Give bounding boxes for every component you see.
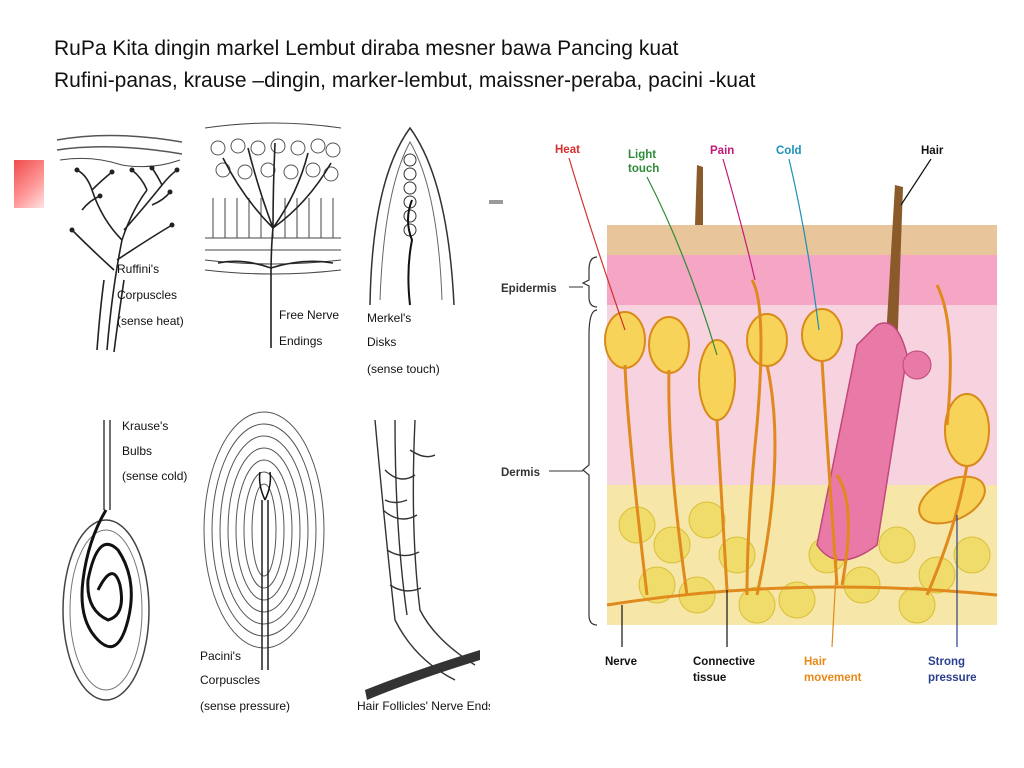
free-nerve-label-1: Free Nerve — [279, 308, 339, 322]
hair-follicle-illustration: Hair Follicles' Nerve Ends — [357, 419, 490, 713]
merkel-label-2: Disks — [367, 335, 396, 349]
pacini-label-2: Corpuscles — [200, 673, 260, 687]
skin-surface — [607, 225, 997, 255]
merkel-illustration: Merkel's Disks (sense touch) — [367, 126, 455, 376]
slide-accent-shape — [14, 160, 44, 208]
pacini-panel: Pacini's Corpuscles (sense pressure) — [196, 410, 346, 720]
ruffini-label-3: (sense heat) — [117, 314, 184, 328]
skin-cross-section-panel: Epidermis Dermis Heat Light touch Pain C… — [497, 125, 1007, 725]
ruffini-illustration: Ruffini's Corpuscles (sense heat) — [56, 134, 184, 353]
krause-label-3: (sense cold) — [122, 469, 187, 483]
slide-title-line-2: Rufini-panas, krause –dingin, marker-lem… — [54, 69, 756, 92]
strong-pressure-label-2: pressure — [928, 672, 977, 684]
pacini-label-3: (sense pressure) — [200, 699, 290, 713]
cold-label: Cold — [776, 145, 802, 157]
hair-follicle-panel: Hair Follicles' Nerve Ends — [355, 410, 490, 720]
hair-movement-label-2: movement — [804, 672, 862, 684]
slide-title-line-1: RuPa Kita dingin markel Lembut diraba me… — [54, 37, 679, 60]
pacini-illustration: Pacini's Corpuscles (sense pressure) — [200, 411, 325, 713]
dermis-label: Dermis — [501, 467, 540, 479]
hair-movement-label-1: Hair — [804, 656, 827, 668]
hair-label: Hair — [921, 145, 944, 157]
slide-dash-mark — [489, 200, 503, 204]
epidermis-label: Epidermis — [501, 283, 557, 295]
hair-follicle-label: Hair Follicles' Nerve Ends — [357, 699, 490, 713]
connective-tissue-label-1: Connective — [693, 656, 755, 668]
free-nerve-panel: Free Nerve Endings — [203, 118, 343, 353]
connective-tissue-label-2: tissue — [693, 672, 726, 684]
pacini-label-1: Pacini's — [200, 649, 241, 663]
light-touch-label-2: touch — [628, 163, 659, 175]
ruffini-label-1: Ruffini's — [117, 262, 159, 276]
strong-pressure-label-1: Strong — [928, 656, 965, 668]
light-touch-label-1: Light — [628, 149, 656, 161]
free-nerve-label-2: Endings — [279, 334, 322, 348]
krause-panel: Krause's Bulbs (sense cold) — [58, 410, 198, 710]
nerve-label: Nerve — [605, 656, 637, 668]
pain-label: Pain — [710, 145, 734, 157]
free-nerve-illustration: Free Nerve Endings — [204, 122, 342, 348]
epidermis-layer — [607, 255, 997, 305]
merkel-panel: Merkel's Disks (sense touch) — [362, 120, 472, 385]
ruffini-label-2: Corpuscles — [117, 288, 177, 302]
krause-illustration: Krause's Bulbs (sense cold) — [62, 419, 187, 701]
merkel-label-3: (sense touch) — [367, 362, 440, 376]
ruffini-panel: Ruffini's Corpuscles (sense heat) — [52, 130, 187, 360]
heat-label: Heat — [555, 144, 580, 156]
skin-cross-section-illustration: Epidermis Dermis Heat Light touch Pain C… — [501, 144, 998, 684]
krause-label-1: Krause's — [122, 419, 168, 433]
merkel-label-1: Merkel's — [367, 311, 411, 325]
hair-follicle-shape — [816, 322, 908, 561]
krause-label-2: Bulbs — [122, 444, 152, 458]
